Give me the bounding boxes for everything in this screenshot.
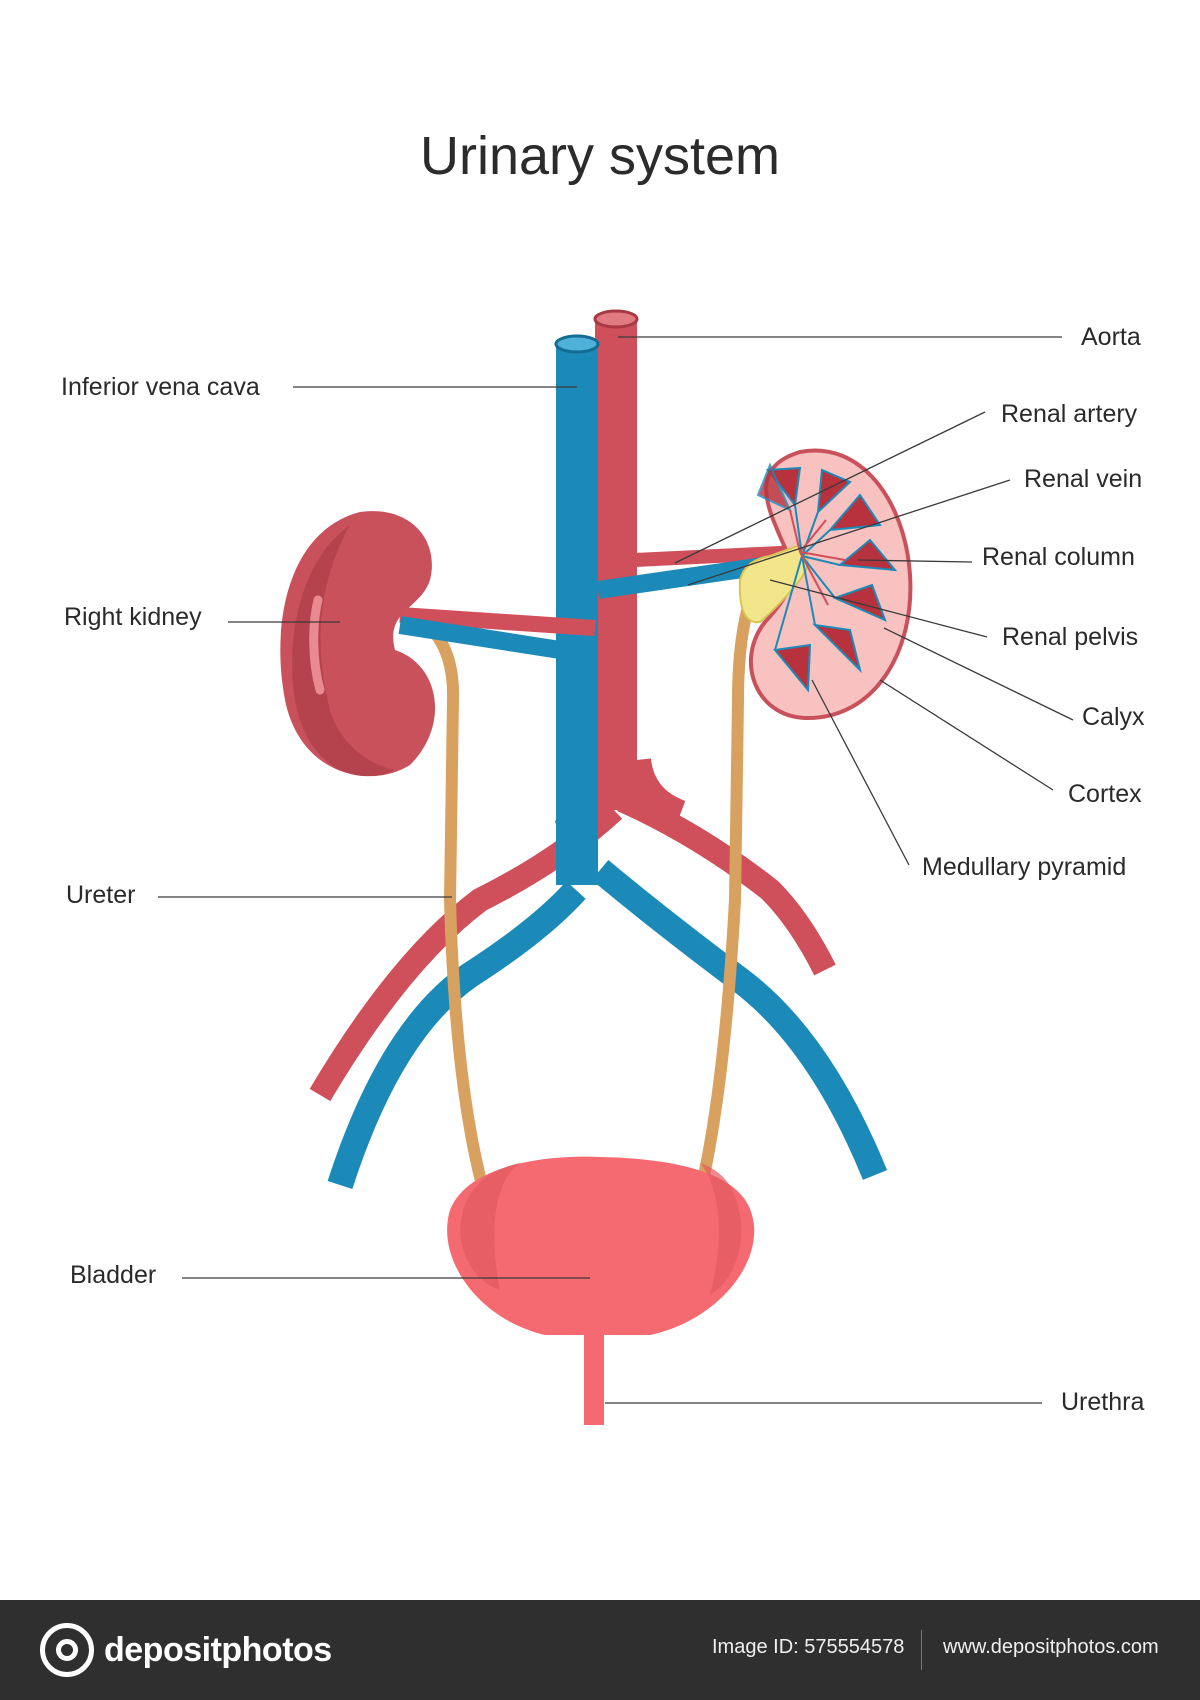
vena-cava-opening xyxy=(554,334,600,354)
aorta-opening xyxy=(593,309,639,329)
leader-renal-artery xyxy=(674,411,986,564)
left-renal-artery xyxy=(634,545,801,567)
diagram-title: Urinary system xyxy=(419,126,781,186)
label-inferior-vena-cava: Inferior vena cava xyxy=(61,373,260,401)
leader-renal-column xyxy=(857,559,973,563)
right-renal-artery xyxy=(399,607,596,636)
leader-renal-vein xyxy=(687,479,1011,586)
label-medullary-pyramid: Medullary pyramid xyxy=(922,853,1126,881)
label-bladder: Bladder xyxy=(70,1261,156,1289)
footer-bar: depositphotos Image ID: 575554578 www.de… xyxy=(0,1600,1200,1700)
urinary-system-diagram: Aorta Inferior vena cava Renal artery Re… xyxy=(61,309,1145,1425)
medullary-pyramids xyxy=(756,462,898,693)
leader-cortex xyxy=(879,679,1054,791)
label-renal-pelvis: Renal pelvis xyxy=(1002,623,1138,651)
vena-cava-left-iliac xyxy=(327,881,586,1189)
left-ureter xyxy=(697,598,756,1182)
leader-medullary-pyramid xyxy=(811,679,910,866)
label-renal-vein: Renal vein xyxy=(1024,465,1142,493)
site-url: www.depositphotos.com xyxy=(943,1636,1159,1658)
left-kidney-pelvis xyxy=(738,543,809,624)
label-urethra: Urethra xyxy=(1061,1388,1144,1416)
camera-aperture-icon xyxy=(40,1623,94,1677)
bladder xyxy=(447,1156,755,1335)
label-renal-column: Renal column xyxy=(982,543,1135,571)
label-renal-artery: Renal artery xyxy=(1001,400,1138,428)
bladder-shading xyxy=(460,1163,520,1290)
label-aorta: Aorta xyxy=(1081,323,1141,351)
vena-cava-right-iliac xyxy=(591,860,888,1180)
aorta-right-iliac xyxy=(617,789,836,976)
footer-divider xyxy=(921,1630,922,1670)
depositphotos-logo: depositphotos xyxy=(40,1623,340,1677)
right-kidney-highlight xyxy=(309,595,325,695)
leader-renal-pelvis xyxy=(769,579,988,638)
label-right-kidney: Right kidney xyxy=(64,603,202,631)
right-ureter xyxy=(411,609,488,1187)
right-renal-vein xyxy=(398,616,562,659)
leader-lines xyxy=(158,336,1074,1404)
bladder-shading-right xyxy=(700,1163,742,1295)
label-ureter: Ureter xyxy=(66,881,135,909)
image-id: Image ID: 575554578 xyxy=(712,1636,905,1658)
logo-text: depositphotos xyxy=(104,1630,332,1669)
label-cortex: Cortex xyxy=(1068,780,1142,808)
label-calyx: Calyx xyxy=(1082,703,1145,731)
leader-calyx xyxy=(883,627,1074,721)
right-kidney-shading xyxy=(292,525,395,777)
